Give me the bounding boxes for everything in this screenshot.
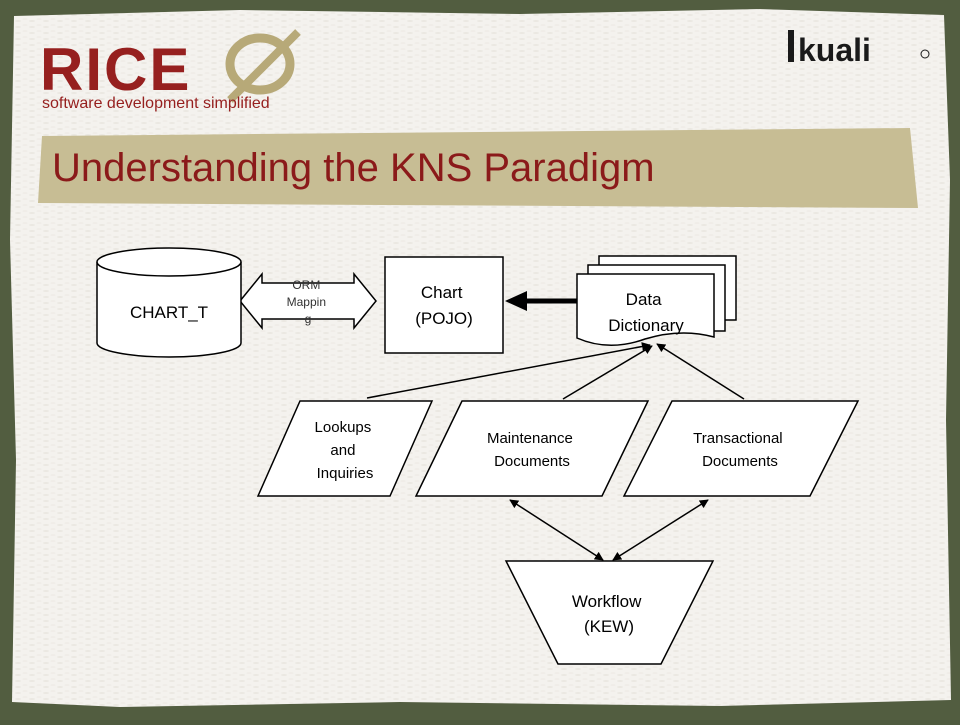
rice-logo-text: RICE [40, 36, 191, 103]
title-band [38, 128, 918, 208]
maintenance-to-dictionary-arrow [562, 345, 653, 400]
lookups-shape [256, 400, 434, 497]
workflow-label: Workflow (KEW) [572, 592, 646, 636]
transactional-workflow-arrow [612, 499, 709, 561]
workflow-shape [504, 560, 715, 665]
registered-mark-icon [920, 49, 930, 59]
chart-pojo-box [384, 256, 504, 354]
transactional-shape [622, 400, 860, 497]
database-label: CHART_T [130, 303, 208, 322]
kuali-logo-bar [788, 30, 794, 62]
transactional-label: Transactional Documents [693, 430, 787, 470]
kuali-logo-text: kuali [798, 32, 871, 68]
rice-logo: RICE software development simplified [40, 29, 301, 112]
maintenance-shape [414, 400, 650, 497]
slide-title: Understanding the KNS Paradigm [52, 146, 655, 190]
data-dictionary-documents [576, 255, 737, 346]
rice-tagline: software development simplified [42, 95, 270, 112]
pojo-label: Chart (POJO) [415, 283, 473, 328]
lookups-label: Lookups and Inquiries [315, 419, 376, 482]
rice-logo-mark [225, 29, 301, 103]
maintenance-workflow-arrow [509, 499, 604, 561]
dictionary-to-pojo-arrowhead [505, 291, 527, 311]
chart-t-database [96, 247, 242, 358]
orm-mapping-arrow [239, 271, 377, 331]
data-dictionary-label: Data Dictionary [608, 290, 684, 335]
maintenance-label: Maintenance Documents [487, 430, 577, 470]
paper-background [10, 9, 951, 707]
lookups-to-dictionary-arrow [366, 342, 651, 399]
kuali-logo: kuali [788, 30, 930, 68]
orm-label: ORM Mappin g [287, 278, 330, 326]
transactional-to-dictionary-arrow [656, 343, 745, 400]
